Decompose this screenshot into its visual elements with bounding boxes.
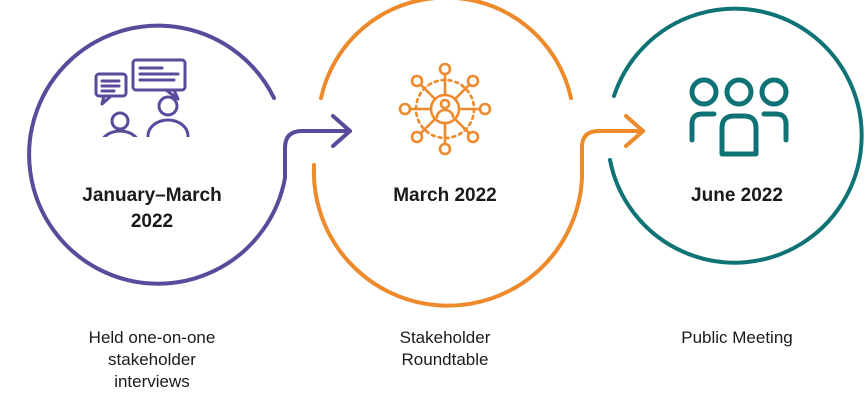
step-3-date: June 2022	[637, 183, 837, 209]
step-2-date-line1: March 2022	[393, 185, 497, 206]
step-1-description-line: stakeholder	[108, 350, 196, 369]
network-icon	[397, 61, 493, 157]
step-2-ring-lower	[311, 129, 645, 308]
step-1-date-line1: January–March	[82, 185, 222, 206]
step-3-description: Public Meeting	[637, 327, 837, 349]
group-icon	[684, 74, 794, 160]
step-2-description-line: Stakeholder	[399, 328, 491, 347]
step-1-date-line2: 2022	[130, 211, 174, 232]
step-1-description-line: interviews	[114, 372, 190, 391]
step-2-description: Stakeholder Roundtable	[345, 327, 545, 371]
step-3-description-line: Public Meeting	[681, 328, 793, 347]
step-2-arrowhead	[624, 114, 645, 148]
conversation-icon	[94, 55, 196, 137]
step-1-date: January–March 2022	[52, 183, 252, 235]
step-1-ring	[27, 23, 352, 286]
step-2-ring	[319, 0, 573, 100]
step-1-description: Held one-on-one stakeholder interviews	[52, 327, 252, 393]
step-1-arrowhead	[331, 114, 352, 148]
step-1-description-line: Held one-on-one	[88, 328, 216, 347]
step-2-description-line: Roundtable	[401, 350, 489, 369]
step-3-date-line1: June 2022	[691, 185, 783, 206]
step-2-date: March 2022	[345, 183, 545, 209]
step-3-ring	[608, 6, 864, 265]
